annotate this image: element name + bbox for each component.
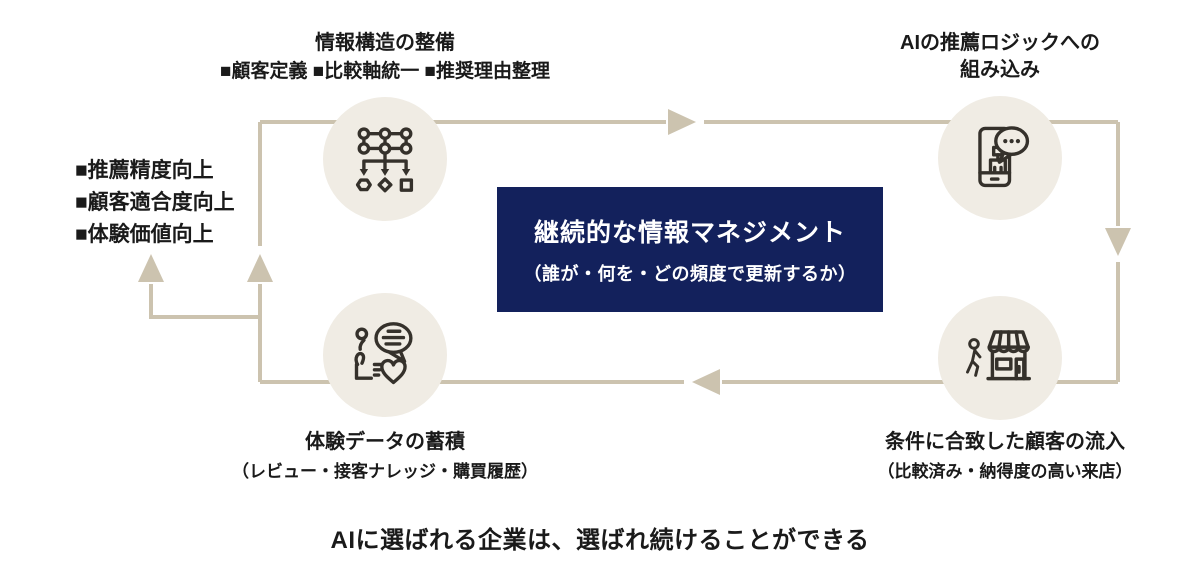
arrow-down-icon	[1105, 228, 1131, 256]
stage-title: 体験データの蓄積	[305, 431, 465, 453]
outcome-branch-line	[149, 284, 260, 319]
arrow-left-icon	[692, 369, 720, 395]
bottom-caption: AIに選ばれる企業は、選ばれ続けることができる	[330, 527, 870, 554]
outcome-list: ■推薦精度向上 ■顧客適合度向上 ■体験価値向上	[75, 155, 235, 251]
stage-points: ■顧客定義 ■比較軸統一 ■推奨理由整理	[220, 61, 550, 82]
arrow-right-icon	[668, 109, 696, 135]
stage-title: 条件に合致した顧客の流入	[885, 431, 1125, 453]
node-ai-recommendation	[938, 96, 1062, 220]
center-message-box: 継続的な情報マネジメント （誰が・何を・どの頻度で更新するか）	[497, 187, 883, 312]
stage-note: （比較済み・納得度の高い来店）	[877, 462, 1133, 481]
structure-mapping-icon	[355, 127, 414, 193]
outcome-item: ■体験価値向上	[75, 223, 214, 246]
label-information-structure: 情報構造の整備 ■顧客定義 ■比較軸統一 ■推奨理由整理	[185, 30, 585, 85]
smartphone-ai-chat-icon	[978, 126, 1030, 188]
outcome-arrow-up-icon	[138, 254, 164, 282]
loop-arrow-up-icon	[247, 254, 273, 282]
center-subtitle: （誰が・何を・どの頻度で更新するか）	[523, 264, 857, 284]
stage-title-line1: AIの推薦ロジックへの	[900, 32, 1100, 54]
outcome-item: ■顧客適合度向上	[75, 191, 235, 214]
node-experience-data	[323, 293, 447, 417]
stage-title-line2: 組み込み	[960, 59, 1040, 81]
label-experience-data: 体験データの蓄積 （レビュー・接客ナレッジ・購買履歴）	[185, 429, 585, 484]
storefront-visitor-icon	[966, 330, 1031, 381]
review-feedback-icon	[354, 322, 413, 385]
node-information-structure	[323, 97, 447, 221]
center-title: 継続的な情報マネジメント	[533, 219, 846, 247]
stage-title: 情報構造の整備	[315, 32, 455, 54]
outcome-item: ■推薦精度向上	[75, 159, 214, 182]
label-customer-inflow: 条件に合致した顧客の流入 （比較済み・納得度の高い来店）	[800, 429, 1200, 484]
node-customer-inflow	[938, 296, 1062, 420]
label-ai-integration: AIの推薦ロジックへの 組み込み	[845, 30, 1155, 84]
stage-note: （レビュー・接客ナレッジ・購買履歴）	[232, 462, 538, 481]
